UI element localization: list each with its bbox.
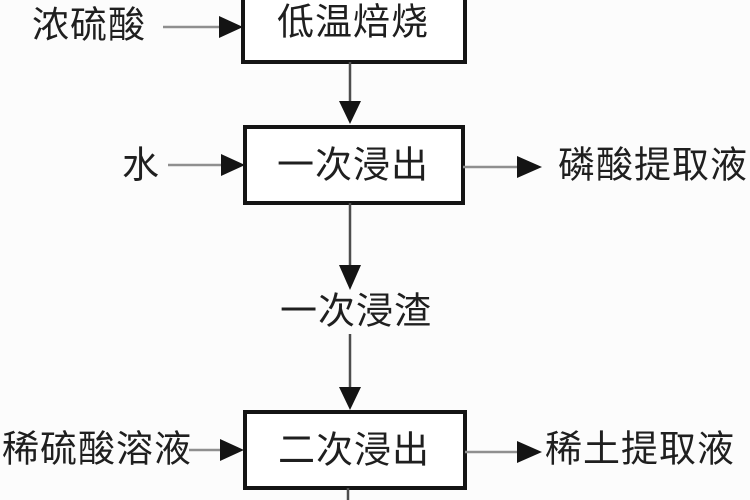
- node-label-second-leach: 二次浸出: [278, 430, 430, 472]
- arrowhead-acid-to-second-leach: [220, 439, 244, 461]
- arrowhead-roasting-to-first-leach: [339, 101, 361, 124]
- node-box-second-leach: [243, 410, 467, 490]
- label-water: 水: [122, 146, 160, 187]
- arrowhead-residue-to-second-leach: [339, 387, 361, 410]
- node-box-roasting: [241, 0, 467, 64]
- label-concentrated-sulfuric-acid: 浓硫酸: [32, 5, 146, 47]
- arrowhead-water-to-first-leach: [221, 154, 245, 176]
- label-rare-earth-extract: 稀土提取液: [545, 429, 735, 471]
- node-label-first-leach: 一次浸出: [277, 145, 429, 187]
- label-phosphoric-acid-extract: 磷酸提取液: [558, 145, 748, 187]
- node-label-roasting: 低温焙烧: [277, 2, 429, 44]
- arrowhead-second-leach-to-rare-earth: [517, 441, 542, 463]
- label-first-leach-residue: 一次浸渣: [280, 291, 432, 333]
- arrowhead-first-leach-to-phosphoric: [517, 156, 542, 178]
- node-box-first-leach: [243, 125, 465, 205]
- arrowhead-acid-to-roasting: [219, 16, 243, 38]
- label-dilute-sulfuric-acid-solution: 稀硫酸溶液: [2, 429, 192, 471]
- arrowhead-first-leach-to-residue: [339, 265, 361, 290]
